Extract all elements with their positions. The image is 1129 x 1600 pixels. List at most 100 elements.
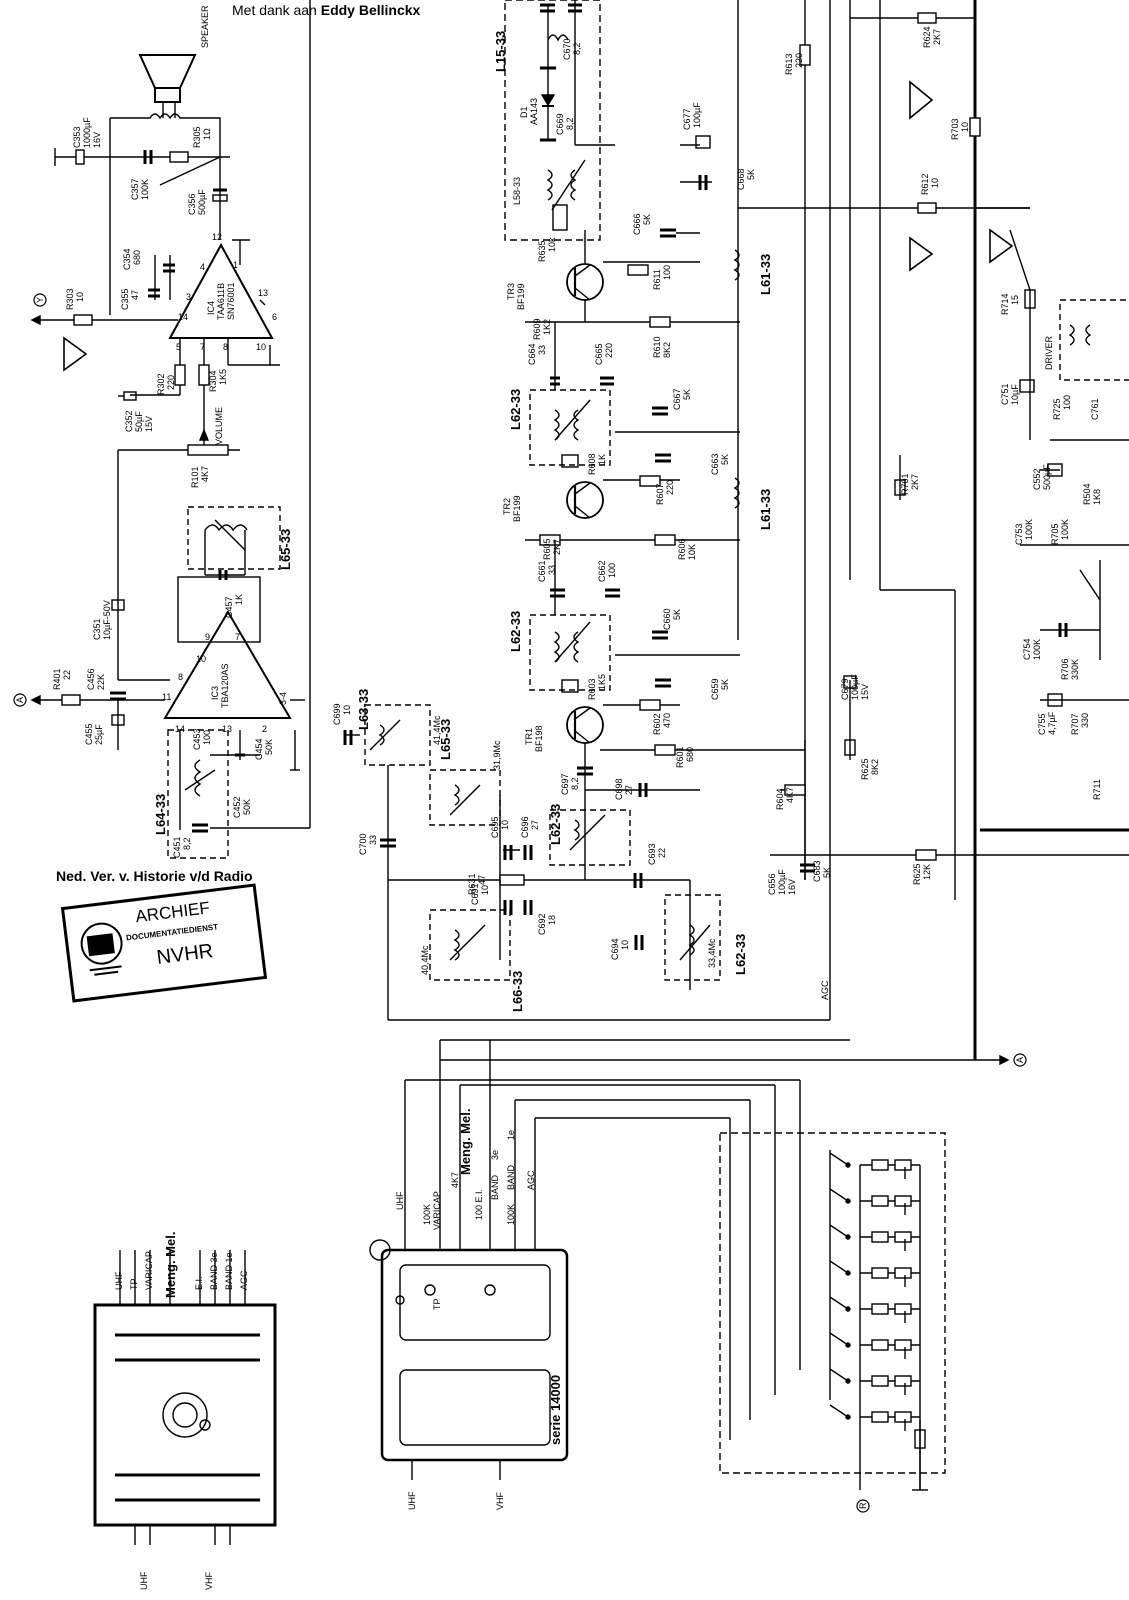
credit-prefix: Met dank aan [232, 2, 317, 18]
svg-text:BAND: BAND [490, 1174, 500, 1200]
svg-text:BAND: BAND [506, 1164, 516, 1190]
svg-text:100K: 100K [1024, 519, 1034, 540]
svg-text:27: 27 [624, 785, 634, 795]
svg-text:16V: 16V [92, 132, 102, 148]
svg-text:10k: 10k [547, 237, 557, 252]
svg-text:C694: C694 [610, 938, 620, 960]
svg-text:C693: C693 [647, 843, 657, 865]
svg-text:C691: C691 [470, 883, 480, 905]
svg-text:VOLUME: VOLUME [214, 407, 224, 445]
svg-text:AGC: AGC [239, 1270, 249, 1290]
svg-text:C552: C552 [1032, 468, 1042, 490]
club-name: Ned. Ver. v. Historie v/d Radio [56, 868, 253, 884]
svg-text:500µF: 500µF [1042, 464, 1052, 490]
svg-text:C665: C665 [594, 343, 604, 365]
svg-text:R: R [858, 1502, 868, 1509]
svg-text:TAA611B: TAA611B [216, 283, 226, 320]
svg-text:10: 10 [256, 342, 266, 352]
svg-text:100: 100 [202, 730, 212, 745]
svg-text:C751: C751 [1000, 383, 1010, 405]
svg-text:L64-33: L64-33 [153, 794, 168, 835]
svg-text:4K7: 4K7 [200, 466, 210, 482]
svg-text:3-4: 3-4 [278, 692, 288, 705]
svg-text:C353: C353 [72, 126, 82, 148]
svg-text:C452: C452 [232, 796, 242, 818]
svg-text:C753: C753 [1014, 523, 1024, 545]
svg-text:2K7: 2K7 [910, 474, 920, 490]
svg-text:C456: C456 [86, 668, 96, 690]
svg-text:330K: 330K [1070, 659, 1080, 680]
svg-text:8,2: 8,2 [572, 42, 582, 55]
stamp-nvhr: NVHR [155, 940, 215, 969]
svg-text:50K: 50K [242, 799, 252, 815]
svg-text:18: 18 [547, 915, 557, 925]
svg-text:5K: 5K [822, 867, 832, 878]
ic4-amplifier: IC4 TAA611B SN76001 [168, 242, 274, 339]
svg-text:10: 10 [960, 122, 970, 132]
svg-text:C677: C677 [682, 108, 692, 130]
svg-text:AA143: AA143 [529, 98, 539, 125]
svg-text:C351: C351 [92, 618, 102, 640]
svg-text:TR1: TR1 [524, 728, 534, 745]
svg-text:L61-33: L61-33 [758, 489, 773, 530]
svg-text:R305: R305 [192, 126, 202, 148]
svg-text:8,2: 8,2 [570, 777, 580, 790]
svg-text:TR3: TR3 [506, 283, 516, 300]
svg-text:R302: R302 [156, 373, 166, 395]
svg-text:100: 100 [662, 265, 672, 280]
svg-text:8: 8 [223, 342, 228, 352]
svg-text:10µF-50V: 10µF-50V [102, 600, 112, 640]
svg-text:A: A [1015, 1057, 1025, 1063]
svg-text:VARICAP: VARICAP [432, 1191, 442, 1230]
svg-text:R608: R608 [587, 453, 597, 475]
transistor-tr1: TR1 BF198 [524, 706, 604, 752]
svg-text:1K: 1K [597, 454, 607, 465]
svg-text:R607: R607 [655, 483, 665, 505]
svg-text:33: 33 [547, 565, 557, 575]
tuner-module: serie 14000 TP Meng. Mel. [369, 1109, 569, 1462]
svg-text:R625: R625 [912, 863, 922, 885]
svg-text:5K: 5K [672, 609, 682, 620]
svg-text:50µF: 50µF [134, 411, 144, 432]
svg-text:5K: 5K [642, 214, 652, 225]
svg-text:100K: 100K [1060, 519, 1070, 540]
svg-text:DRIVER: DRIVER [1044, 335, 1054, 370]
svg-text:C683: C683 [812, 860, 822, 882]
svg-text:C357: C357 [130, 178, 140, 200]
svg-text:7: 7 [235, 632, 240, 642]
svg-text:5K: 5K [682, 389, 692, 400]
svg-text:L65-33: L65-33 [438, 719, 453, 760]
svg-text:15: 15 [1010, 295, 1020, 305]
transistor-tr2: TR2 BF199 [502, 481, 604, 522]
svg-text:L62-33: L62-33 [508, 611, 523, 652]
svg-text:R705: R705 [1050, 523, 1060, 545]
svg-text:R610: R610 [652, 336, 662, 358]
svg-text:33: 33 [368, 835, 378, 845]
svg-text:11: 11 [162, 692, 171, 702]
svg-text:L61-33: L61-33 [758, 254, 773, 295]
svg-text:C659: C659 [710, 678, 720, 700]
tuner-outline: Meng. Mel. [93, 1232, 277, 1527]
svg-text:1Ω: 1Ω [202, 128, 212, 140]
svg-text:R303: R303 [65, 288, 75, 310]
svg-text:R701: R701 [900, 473, 910, 495]
svg-text:R612: R612 [920, 173, 930, 195]
svg-text:220: 220 [604, 343, 614, 358]
svg-text:10: 10 [480, 885, 490, 895]
svg-text:8K2: 8K2 [662, 342, 672, 358]
svg-text:4K7: 4K7 [785, 787, 795, 803]
svg-text:C451: C451 [172, 836, 182, 858]
svg-text:BAND 3e: BAND 3e [209, 1252, 219, 1290]
svg-text:14: 14 [175, 724, 185, 734]
svg-text:R714: R714 [1000, 293, 1010, 315]
svg-text:C664: C664 [527, 343, 537, 365]
svg-text:IC3: IC3 [210, 686, 220, 700]
svg-text:220: 220 [166, 375, 176, 390]
svg-text:AGC: AGC [526, 1170, 536, 1190]
svg-text:C669: C669 [555, 113, 565, 135]
svg-text:4,7µF: 4,7µF [1047, 711, 1057, 735]
svg-text:C660: C660 [662, 608, 672, 630]
svg-text:22: 22 [657, 848, 667, 858]
speaker-label: SPEAKER [200, 5, 210, 48]
svg-text:8: 8 [178, 672, 183, 682]
